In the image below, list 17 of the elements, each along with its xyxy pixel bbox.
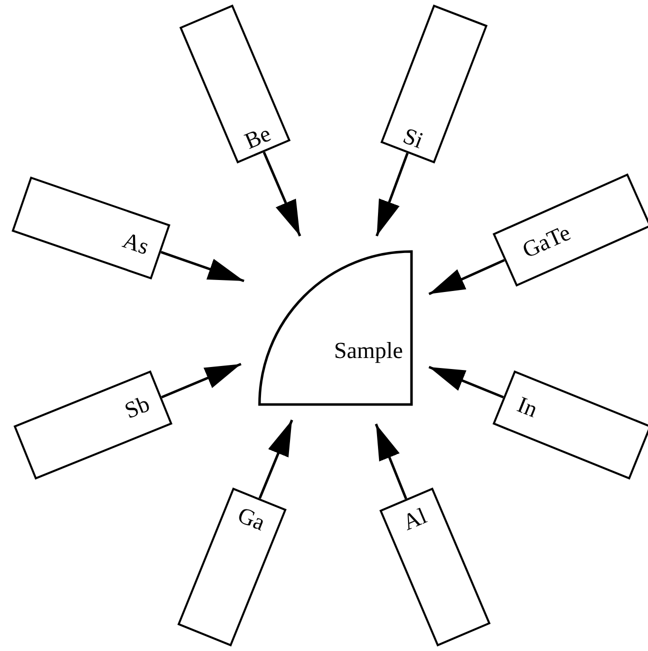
sample-label: Sample bbox=[334, 339, 403, 362]
arrow bbox=[160, 250, 244, 282]
arrow bbox=[374, 424, 408, 500]
arrow bbox=[262, 152, 302, 236]
arrow bbox=[428, 366, 504, 398]
element-label: In bbox=[514, 393, 541, 422]
element-label: Be bbox=[242, 121, 274, 152]
arrow bbox=[428, 258, 505, 296]
element-label: As bbox=[120, 228, 152, 258]
element-label: GaTe bbox=[520, 221, 574, 262]
arrow bbox=[258, 420, 294, 499]
arrow bbox=[376, 152, 409, 236]
element-label: Ga bbox=[234, 503, 268, 535]
arrow bbox=[161, 362, 242, 398]
element-label: Al bbox=[399, 504, 430, 535]
element-label: Sb bbox=[121, 392, 152, 422]
element-label: Si bbox=[400, 124, 427, 152]
